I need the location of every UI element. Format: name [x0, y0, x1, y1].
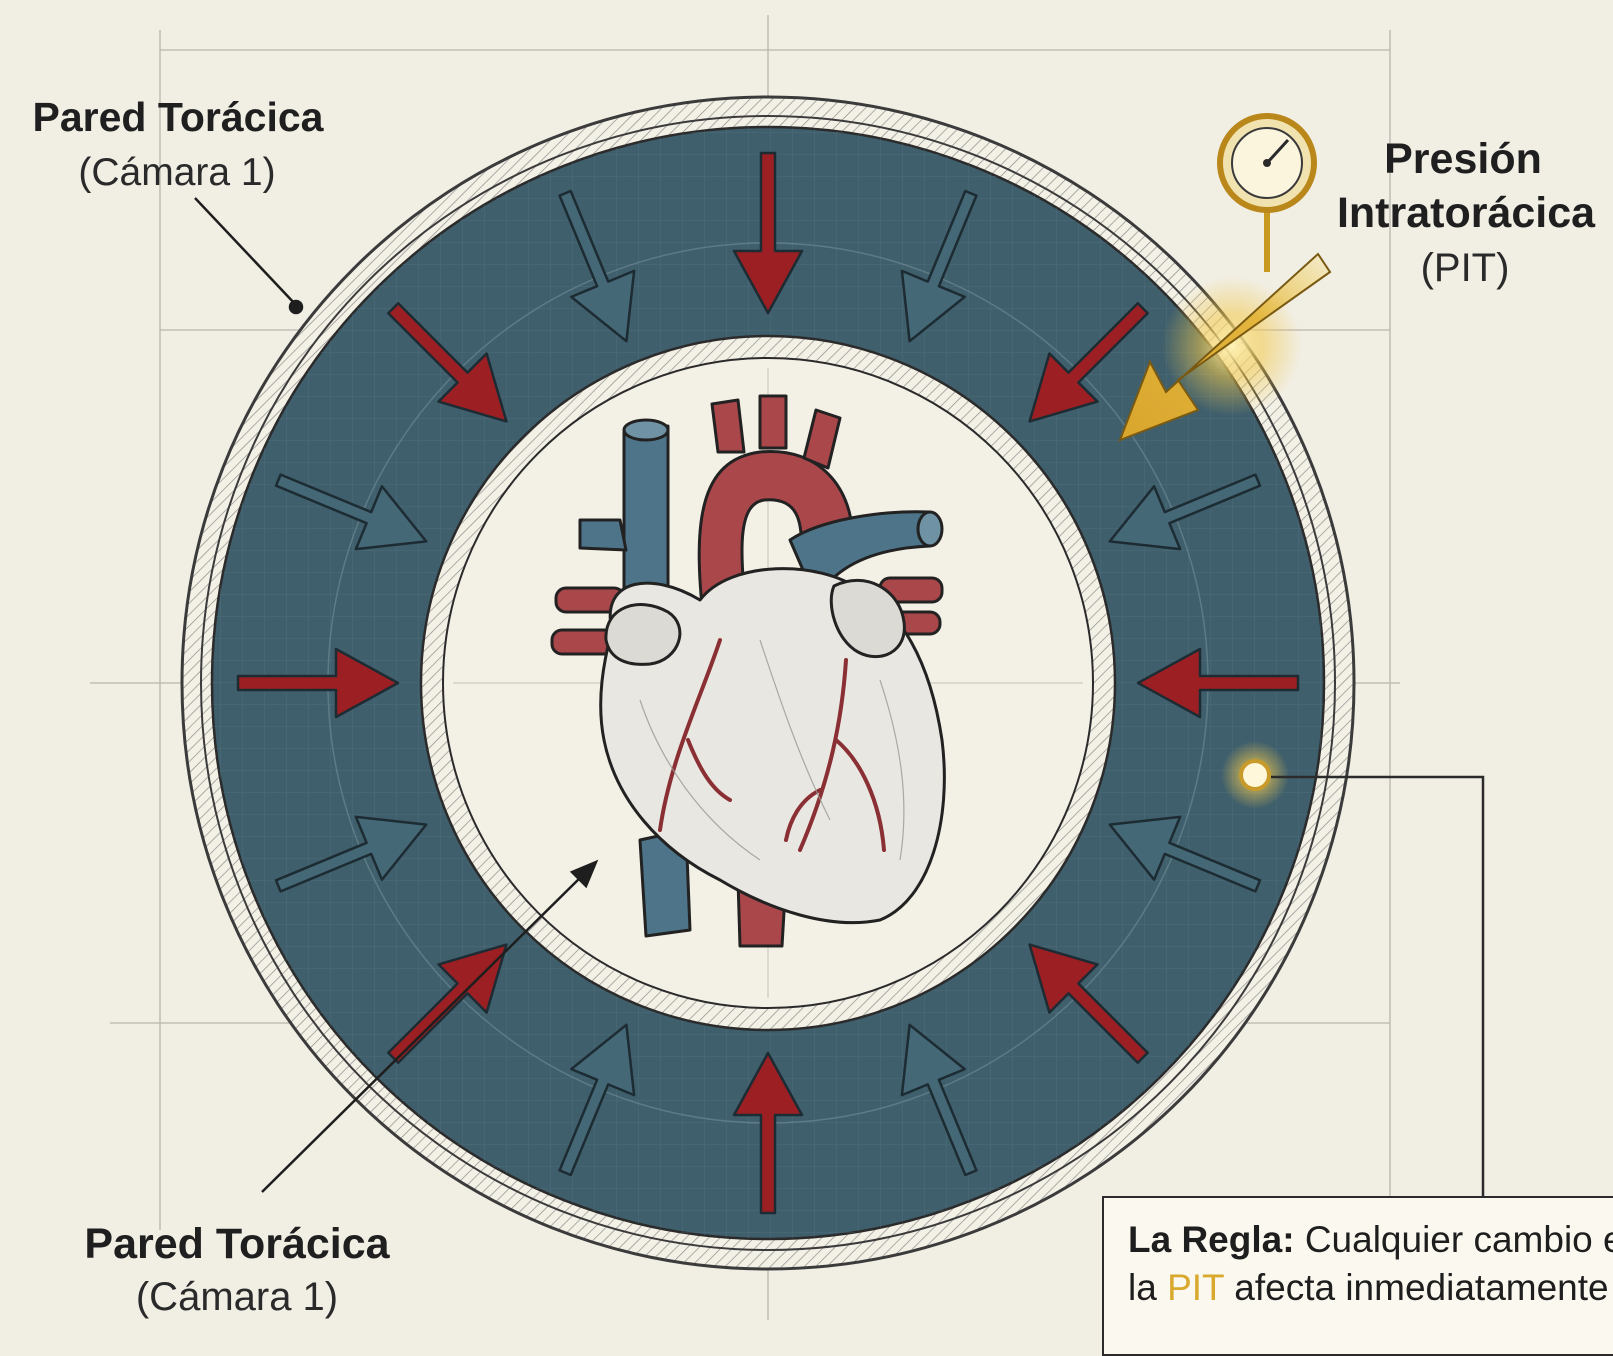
wall-bottom-title: Pared Torácica [84, 1220, 390, 1268]
rule-note-line1: La Regla: Cualquier cambio en [1128, 1216, 1613, 1264]
rule-note-box: La Regla: Cualquier cambio en la PIT afe… [1102, 1196, 1613, 1356]
pit-label-line2: Intratorácica [1337, 189, 1596, 237]
rule-note-line2: la PIT afecta inmediatamente a [1128, 1264, 1613, 1312]
wall-top-subtitle: (Cámara 1) [78, 151, 275, 194]
rule-note-strong: La Regla: [1128, 1219, 1295, 1260]
rule-note-line2-pre: la [1128, 1267, 1167, 1308]
wall-bottom-subtitle: (Cámara 1) [136, 1275, 338, 1319]
rule-note-text1: Cualquier cambio en [1295, 1219, 1613, 1260]
thorax-pressure-diagram: Pared Torácica (Cámara 1) Pared Torácica… [0, 0, 1613, 1327]
pressure-gauge-icon [1220, 116, 1314, 272]
pit-label-line1: Presión [1384, 135, 1542, 183]
rule-note-pit: PIT [1167, 1267, 1224, 1308]
target-marker-icon [1221, 741, 1289, 809]
wall-top-title: Pared Torácica [33, 94, 325, 140]
pit-label-line3: (PIT) [1421, 246, 1510, 290]
rule-note-line2-post: afecta inmediatamente a [1224, 1267, 1613, 1308]
